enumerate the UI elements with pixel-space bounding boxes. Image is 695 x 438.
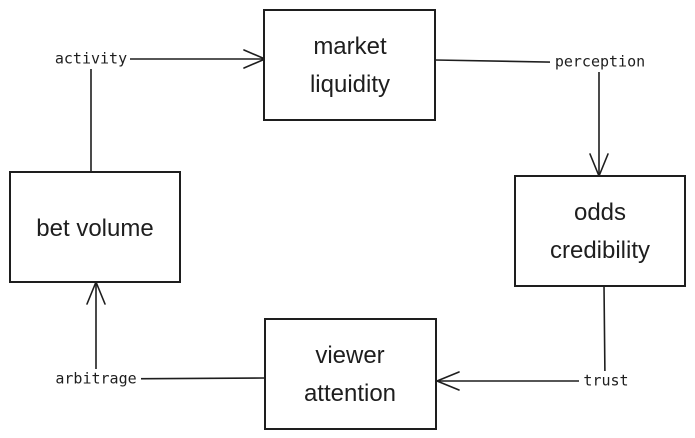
node-bet-volume-box — [9, 171, 181, 283]
edge-arbitrage-line — [95, 281, 266, 380]
node-bet-volume: bet volume — [9, 171, 181, 283]
node-market-liquidity: market liquidity — [263, 9, 436, 121]
edge-label-perception-text: perception — [555, 53, 645, 71]
node-market-liquidity-box — [263, 9, 436, 121]
node-odds-credibility-line2: credibility — [550, 237, 650, 264]
edge-perception-line — [434, 59, 600, 177]
edge-label-activity: activity — [53, 49, 130, 69]
edge-label-arbitrage: arbitrage — [51, 369, 141, 389]
node-viewer-attention-box — [264, 318, 437, 430]
node-bet-volume-line1: bet volume — [36, 215, 153, 242]
node-viewer-attention-line1: viewer — [315, 342, 384, 369]
node-market-liquidity-line1: market — [313, 33, 387, 60]
node-viewer-attention: viewer attention — [264, 318, 437, 430]
edge-label-perception: perception — [550, 52, 650, 72]
node-odds-credibility: odds credibility — [514, 175, 686, 287]
edge-trust-line — [436, 284, 606, 382]
node-odds-credibility-box — [514, 175, 686, 287]
edge-label-activity-text: activity — [55, 50, 127, 68]
edge-label-trust-text: trust — [583, 372, 628, 390]
node-viewer-attention-line2: attention — [304, 380, 396, 407]
node-odds-credibility-line1: odds — [574, 199, 626, 226]
edge-label-trust: trust — [579, 371, 633, 391]
node-market-liquidity-line2: liquidity — [310, 71, 390, 98]
edge-label-arbitrage-text: arbitrage — [55, 370, 136, 388]
edge-activity-line — [90, 58, 266, 172]
